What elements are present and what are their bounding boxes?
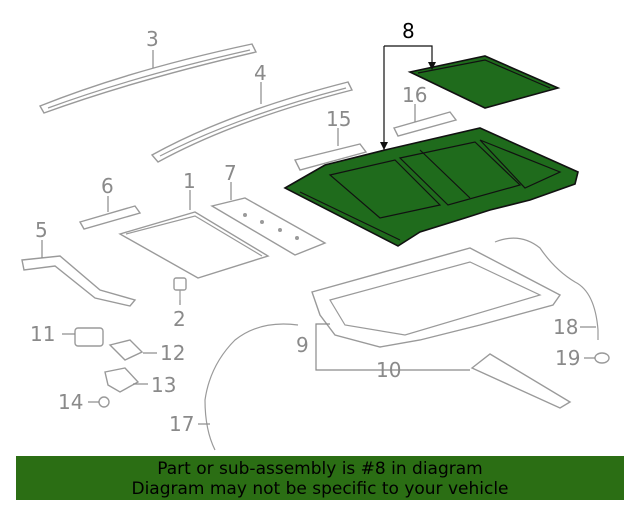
part-14-nut: [98, 396, 110, 408]
part-13-bracket: [104, 367, 140, 393]
part-16-seal: [392, 111, 458, 137]
part-3-roof-molding: [38, 43, 258, 114]
part-10-deflector: [470, 353, 572, 409]
callout-19: 19: [555, 346, 580, 370]
callout-7: 7: [224, 161, 237, 185]
callout-11: 11: [30, 322, 55, 346]
callout-18: 18: [553, 315, 578, 339]
part-8-sunroof-assembly: [283, 127, 579, 247]
callout-16: 16: [402, 83, 427, 107]
part-7-bracket: [210, 197, 327, 256]
parts-diagram: 3 4 8 16 15 6 1 7 5 2 9 10 11 12 13 14 1…: [21, 19, 610, 451]
callout-5: 5: [35, 218, 48, 242]
part-9-housing-frame: [311, 247, 562, 348]
part-15-seal: [293, 143, 368, 171]
part-8-glass-panel: [407, 55, 561, 109]
part-6-seal: [78, 205, 142, 230]
callout-9: 9: [296, 333, 309, 357]
callout-12: 12: [160, 341, 185, 365]
part-4-molding: [150, 81, 354, 163]
part-12-bracket: [108, 339, 144, 361]
callout-3: 3: [146, 27, 159, 51]
callout-17: 17: [169, 412, 194, 436]
callout-10: 10: [376, 358, 401, 382]
part-19-grommet: [594, 352, 610, 364]
callout-2: 2: [173, 307, 186, 331]
callout-8-bracket: [380, 45, 436, 150]
part-18-drain-hose: [494, 237, 599, 340]
callout-14: 14: [58, 390, 83, 414]
part-5-side-rail: [21, 255, 137, 307]
callout-15: 15: [326, 107, 351, 131]
part-11-motor: [74, 327, 104, 347]
leader-lines: [41, 50, 596, 425]
banner-line-1: Part or sub-assembly is #8 in diagram: [157, 459, 483, 479]
callout-4: 4: [254, 61, 267, 85]
part-2-clip: [173, 277, 187, 300]
callout-6: 6: [101, 174, 114, 198]
callout-13: 13: [151, 373, 176, 397]
part-17-drain-hose: [204, 323, 299, 451]
part-1-roof-panel: [118, 211, 270, 279]
banner-line-2: Diagram may not be specific to your vehi…: [131, 479, 509, 499]
info-banner: Part or sub-assembly is #8 in diagram Di…: [16, 456, 624, 500]
callout-8: 8: [402, 19, 415, 43]
callout-1: 1: [183, 169, 196, 193]
